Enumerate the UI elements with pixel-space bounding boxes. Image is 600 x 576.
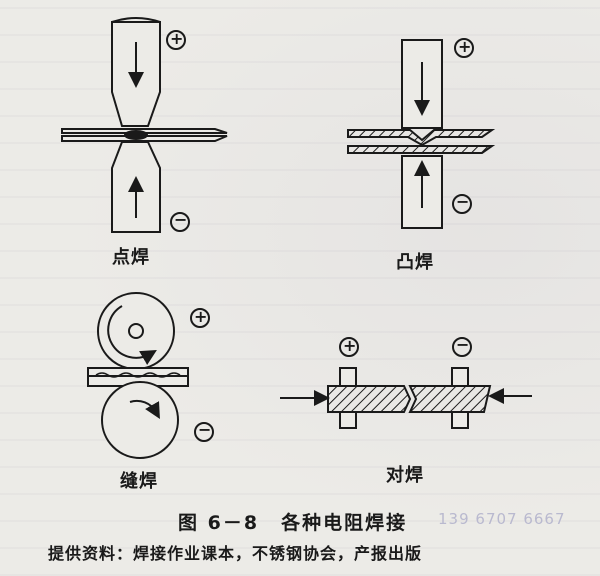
projection-minus-sign: − bbox=[456, 192, 471, 211]
right-workpiece bbox=[408, 385, 492, 413]
projection-plus-sign: + bbox=[458, 37, 473, 56]
left-clamp-top bbox=[339, 367, 357, 387]
butt-welding-figure bbox=[280, 337, 532, 429]
watermark-phone: 139 6707 6667 bbox=[438, 510, 566, 528]
lower-roller bbox=[101, 381, 179, 459]
upper-sheet bbox=[87, 367, 189, 377]
source-credit: 提供资料：焊接作业课本，不锈钢协会，产报出版 bbox=[48, 544, 423, 563]
figure-caption: 图 6－8 各种电阻焊接 bbox=[178, 508, 407, 535]
positive-terminal bbox=[454, 38, 474, 58]
negative-terminal bbox=[452, 337, 472, 357]
projection-welding-figure bbox=[347, 38, 496, 229]
weld-nugget bbox=[124, 130, 148, 140]
right-clamp-top bbox=[451, 367, 469, 387]
butt-minus-sign: − bbox=[456, 335, 471, 354]
lower-sheet bbox=[347, 145, 496, 154]
spot-welding-figure bbox=[61, 17, 228, 233]
seam-welding-figure bbox=[87, 292, 214, 459]
seam-plus-sign: + bbox=[194, 307, 209, 326]
upper-sheet bbox=[347, 129, 496, 147]
positive-terminal bbox=[190, 308, 210, 328]
rotation-arrow bbox=[107, 305, 157, 365]
seam-welding-label: 缝焊 bbox=[120, 471, 158, 492]
positive-terminal bbox=[339, 337, 359, 357]
seam-minus-sign: − bbox=[198, 420, 213, 439]
spot-welding-label: 点焊 bbox=[112, 247, 150, 268]
figure-title: 各种电阻焊接 bbox=[281, 512, 408, 534]
figure-number: 图 6－8 bbox=[178, 512, 260, 534]
roller-axle bbox=[128, 323, 144, 339]
right-clamp-bottom bbox=[451, 411, 469, 429]
projection-welding-label: 凸焊 bbox=[396, 252, 434, 273]
positive-terminal bbox=[166, 30, 186, 50]
seam-weld-nuggets bbox=[95, 372, 181, 378]
left-workpiece bbox=[327, 385, 412, 413]
butt-plus-sign: + bbox=[343, 336, 358, 355]
spot-minus-sign: − bbox=[174, 210, 189, 229]
rotation-arrow-lower bbox=[129, 399, 160, 419]
negative-terminal bbox=[194, 422, 214, 442]
butt-welding-label: 对焊 bbox=[386, 465, 424, 486]
upper-sheet bbox=[61, 128, 228, 134]
left-clamp-bottom bbox=[339, 411, 357, 429]
negative-terminal bbox=[452, 194, 472, 214]
spot-plus-sign: + bbox=[170, 29, 185, 48]
negative-terminal bbox=[170, 212, 190, 232]
